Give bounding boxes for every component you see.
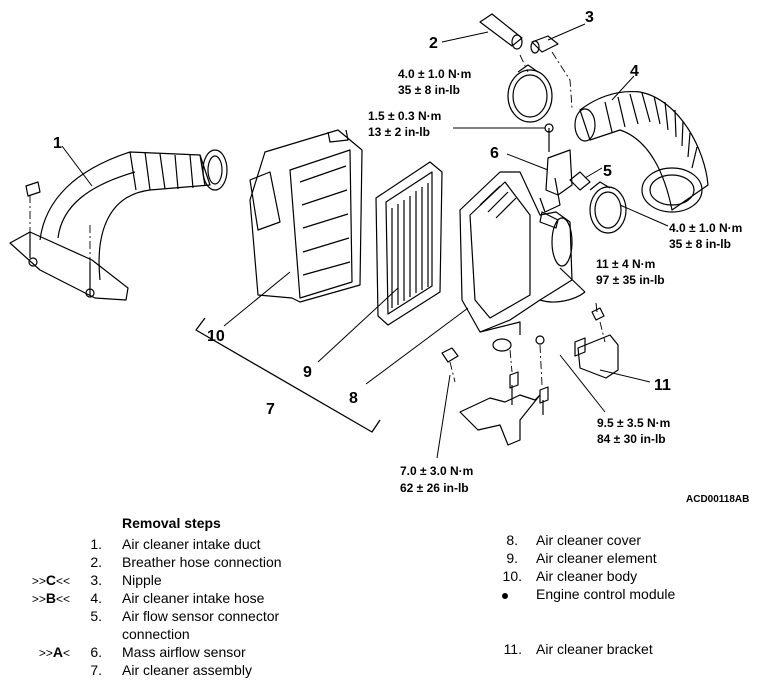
connector-drawing	[569, 171, 591, 191]
marker-prefix: >>	[31, 574, 46, 588]
step-number: 9.	[506, 550, 518, 566]
step-text: Nipple	[122, 572, 162, 588]
torque-lower-bolt-inlb: 84 ± 30 in-lb	[597, 432, 666, 446]
marker-letter: A	[52, 644, 63, 660]
part-label-3: 3	[585, 9, 594, 26]
part-number-labels: 1 2 3 4 5 6 7 8 9 10 11	[53, 9, 671, 418]
step-number: 5.	[90, 608, 102, 624]
step-number: 8.	[506, 532, 518, 548]
torque-cover-nut-inlb: 62 ± 26 in-lb	[400, 481, 469, 495]
step-text: Air cleaner body	[536, 568, 638, 584]
marker-prefix: >>	[38, 646, 53, 660]
step-text: Air cleaner intake duct	[122, 536, 261, 552]
step-number: 7.	[90, 662, 102, 678]
torque-bracket-bolt-inlb: 97 ± 35 in-lb	[596, 273, 665, 287]
part-label-11: 11	[654, 377, 671, 394]
reference-marker: >>C<<	[0, 571, 70, 590]
reference-marker: >>A<	[0, 643, 70, 662]
torque-specs: 4.0 ± 1.0 N·m 35 ± 8 in-lb 1.5 ± 0.3 N·m…	[368, 67, 742, 495]
bullet-icon	[502, 593, 508, 599]
torque-hose-clamp-inlb: 35 ± 8 in-lb	[669, 237, 731, 251]
part-label-2: 2	[429, 35, 438, 52]
torque-cover-nut-nm: 7.0 ± 3.0 N·m	[400, 464, 473, 478]
air-cleaner-cover-drawing	[459, 171, 586, 352]
part-label-10: 10	[207, 328, 225, 345]
step-number: 11.	[503, 641, 522, 657]
leader-lines	[61, 23, 669, 459]
marker-suffix: <<	[55, 574, 70, 588]
step-text: Breather hose connection	[122, 554, 282, 570]
torque-clamp-upper-inlb: 35 ± 8 in-lb	[398, 83, 460, 97]
torque-hose-clamp-nm: 4.0 ± 1.0 N·m	[669, 221, 742, 235]
marker-suffix: <	[62, 646, 70, 660]
part-label-1: 1	[53, 135, 62, 152]
marker-suffix: <<	[55, 592, 70, 606]
air-cleaner-body-drawing	[249, 129, 363, 303]
step-text: Air cleaner assembly	[122, 662, 252, 678]
step-text: Air flow sensor connector	[122, 608, 280, 624]
removal-steps: Removal steps 1. Air cleaner intake duct…	[0, 515, 764, 689]
step-number: 1.	[90, 536, 102, 552]
removal-steps-heading: Removal steps	[122, 515, 221, 531]
air-cleaner-element-drawing	[375, 161, 443, 326]
part-label-7: 7	[266, 401, 275, 418]
hose-clamp-drawing	[589, 181, 627, 234]
part-label-8: 8	[349, 390, 358, 407]
air-cleaner-bracket-drawing	[459, 307, 619, 446]
nipple-drawing	[530, 35, 559, 54]
part-label-9: 9	[303, 364, 312, 381]
step-text: Mass airflow sensor	[122, 644, 246, 660]
reference-marker: >>B<<	[0, 589, 70, 608]
mounting-bolts-drawing	[441, 335, 545, 363]
step-number: 10.	[502, 568, 522, 584]
step-number: 6.	[90, 644, 102, 660]
clamp-drawing	[507, 64, 553, 123]
step-text: connection	[122, 626, 190, 642]
step-number: 3.	[90, 572, 102, 588]
step-text: Air cleaner bracket	[536, 641, 653, 657]
torque-bracket-bolt-nm: 11 ± 4 N·m	[596, 257, 655, 271]
step-number: 4.	[90, 590, 102, 606]
air-cleaner-intake-duct-drawing	[9, 149, 228, 301]
step-text: Air cleaner cover	[536, 532, 642, 548]
figure-code: ACD00118AB	[686, 494, 750, 505]
alignment-lines	[29, 51, 606, 386]
step-text: Air cleaner intake hose	[122, 590, 265, 606]
exploded-view-diagram: 1 2 3 4 5 6 7 8 9 10 11 4.0 ± 1.0 N·m 35…	[9, 9, 742, 495]
torque-lower-bolt-nm: 9.5 ± 3.5 N·m	[597, 416, 670, 430]
step-number: 2.	[90, 554, 102, 570]
torque-clamp-upper-nm: 4.0 ± 1.0 N·m	[398, 67, 471, 81]
part-label-6: 6	[490, 145, 499, 162]
step-text: Engine control module	[536, 586, 676, 602]
part-label-5: 5	[603, 163, 612, 180]
air-cleaner-intake-hose-drawing	[574, 90, 709, 213]
marker-letter: B	[45, 590, 56, 606]
assembly-bracket-line	[195, 317, 381, 433]
marker-letter: C	[45, 572, 56, 588]
marker-prefix: >>	[31, 592, 46, 606]
step-text: Air cleaner element	[536, 550, 657, 566]
breather-hose-drawing	[479, 13, 523, 50]
part-label-4: 4	[630, 63, 639, 80]
torque-sensor-bolt-nm: 1.5 ± 0.3 N·m	[368, 109, 441, 123]
torque-sensor-bolt-inlb: 13 ± 2 in-lb	[368, 125, 430, 139]
